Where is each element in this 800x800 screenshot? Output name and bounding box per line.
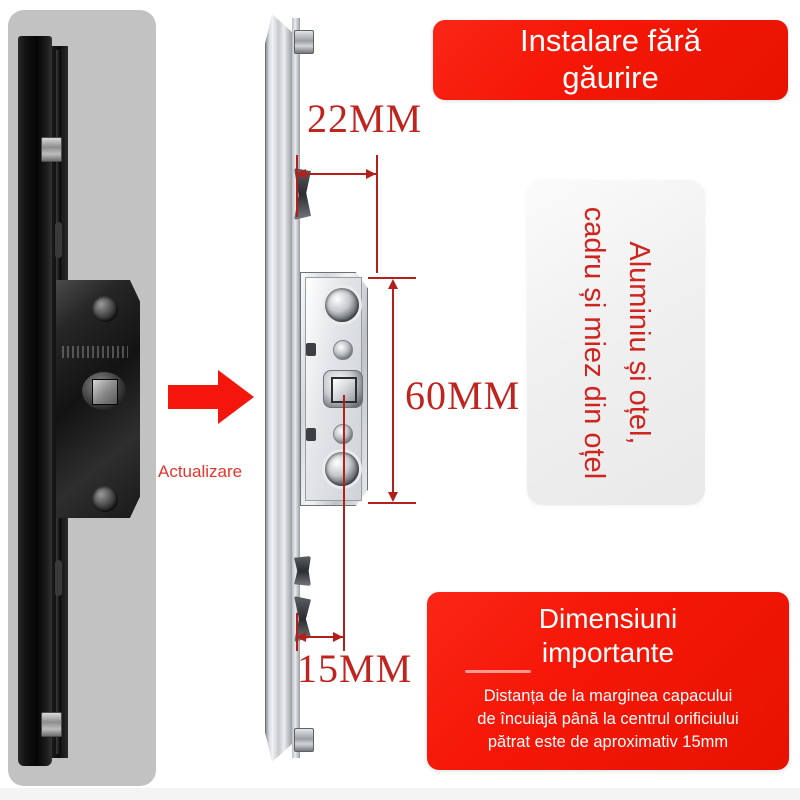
dim-15mm-arrowhead-right <box>333 632 343 642</box>
old-lock-keep-lower <box>41 712 62 737</box>
new-lock-cam-upper <box>294 168 311 220</box>
new-lock-faceplate-edge <box>292 18 300 758</box>
dimension-label-22mm: 22MM <box>307 96 423 141</box>
body-line-3: pătrat este de aproximativ 15mm <box>487 732 729 751</box>
dim-60mm-tick-bottom <box>368 502 416 504</box>
new-lock-cylinder-hole-top <box>325 288 359 322</box>
upgrade-label: Actualizare <box>158 462 243 481</box>
no-drilling-banner-text: Instalare fără găurire <box>506 23 715 96</box>
old-lock-slot-lower <box>55 560 62 596</box>
important-dimensions-body: Distanța de la marginea capacului de înc… <box>437 685 779 753</box>
important-dimensions-title: Dimensiuni importante <box>437 602 779 669</box>
dim-15mm-extension-right <box>343 395 345 651</box>
dim-22mm-arrow-line <box>297 173 376 175</box>
dim-60mm-tick-top <box>368 277 416 279</box>
dim-60mm-arrowhead-top <box>388 279 398 289</box>
right-arrow-icon <box>168 368 254 426</box>
old-lock-screw-hole-top <box>92 296 118 322</box>
page-bottom-strip <box>0 788 800 800</box>
material-panel <box>527 180 705 505</box>
body-line-1: Distanța de la marginea capacului <box>483 687 733 706</box>
dim-22mm-arrowhead-right <box>366 169 376 179</box>
dim-60mm-arrow-line <box>392 283 394 499</box>
dimension-label-60mm: 60MM <box>405 373 521 418</box>
no-drilling-banner: Instalare fără găurire <box>433 20 788 100</box>
old-lock-keep-upper <box>41 137 62 162</box>
new-lock-screw-top <box>294 30 314 54</box>
important-dimensions-title-line-2: importante <box>541 636 675 668</box>
dim-22mm-arrowhead-left <box>296 169 306 179</box>
new-lock-faceplate <box>265 14 297 762</box>
dim-22mm-extension-left <box>296 155 298 217</box>
new-lock-screw-bottom <box>294 728 314 752</box>
old-lock-slot-upper <box>55 222 62 258</box>
dim-60mm-arrowhead-bottom <box>388 492 398 502</box>
new-lock-cam-lower-a <box>294 556 311 586</box>
title-underline <box>465 670 531 673</box>
new-lock-tab-bottom <box>306 428 316 441</box>
dim-15mm-arrowhead-left <box>296 632 306 642</box>
dim-15mm-arrow-line <box>297 636 343 638</box>
dimension-label-15mm: 15MM <box>297 646 413 691</box>
new-lock-tab-top <box>306 343 316 356</box>
old-lock-screw-hole-bottom <box>92 486 118 512</box>
old-lock-engraving <box>62 346 128 358</box>
dim-22mm-extension-right <box>376 155 378 273</box>
body-line-2: de încuiajă până la centrul orificiului <box>477 709 739 728</box>
no-drilling-line-1: Instalare fără <box>520 23 701 59</box>
important-dimensions-banner: Dimensiuni importante Distanța de la mar… <box>427 592 789 770</box>
new-lock-cam-lower-b <box>294 596 311 642</box>
old-lock-square-hole <box>92 379 118 405</box>
important-dimensions-title-line-1: Dimensiuni <box>538 603 678 634</box>
new-lock-cylinder-hole-bottom <box>325 452 359 486</box>
no-drilling-line-2: găurire <box>562 60 659 95</box>
new-lock-pin-hole-top <box>333 340 353 360</box>
